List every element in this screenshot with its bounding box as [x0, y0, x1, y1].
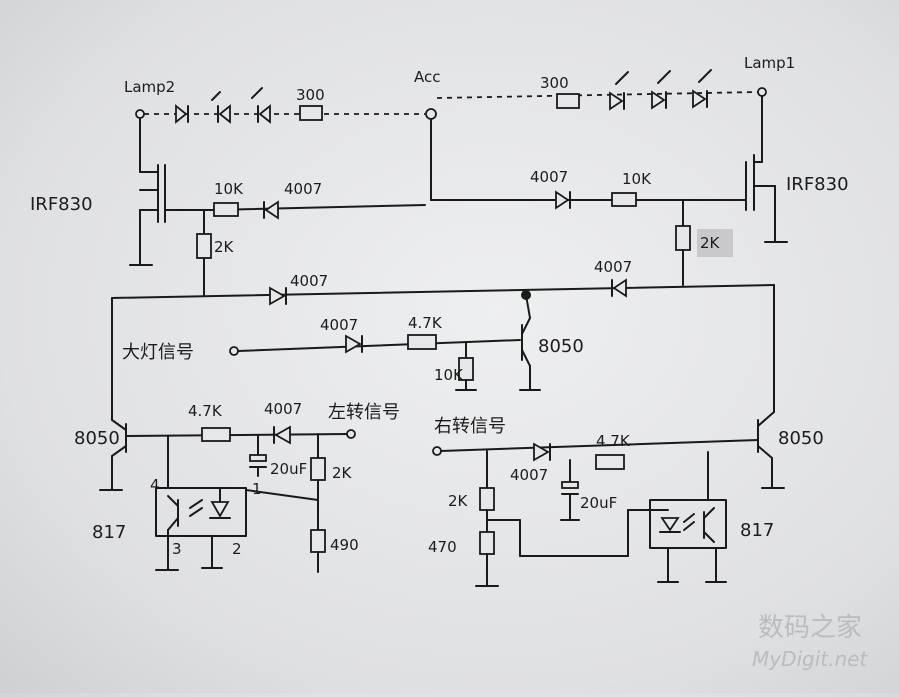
acc-terminal — [425, 108, 437, 120]
lamp1-chain — [436, 69, 767, 111]
d4007-right-bottom-label: 4007 — [510, 466, 548, 484]
resistor-490 — [310, 529, 326, 553]
diode-4007-top-right — [555, 190, 571, 210]
diode-4007-top-left — [263, 200, 279, 220]
d4007-mid-left-label: 4007 — [290, 272, 328, 290]
r10k-headlight-label: 10K — [434, 366, 464, 384]
optocoupler-817-right — [649, 451, 727, 583]
resistor-300-right — [556, 93, 580, 109]
r47k-headlight-label: 4.7K — [408, 314, 443, 332]
c20uf-left-label: 20uF — [270, 460, 307, 478]
optocoupler-817-left — [155, 435, 319, 571]
diode-4007-right-bottom — [533, 442, 551, 462]
resistor-300-left — [299, 105, 323, 121]
pin4-label: 4 — [150, 476, 160, 494]
r47k-right-label: 4.7K — [596, 432, 631, 450]
lamp2-chain — [135, 87, 425, 124]
led-icon — [251, 87, 271, 124]
resistor-10k-left — [213, 202, 239, 217]
q8050-top-label: 8050 — [538, 336, 584, 357]
diode-4007-headlight — [345, 334, 363, 354]
right-turn-signal-label: 右转信号 — [434, 416, 506, 437]
d4007-top-left-label: 4007 — [284, 180, 322, 198]
pin3-label: 3 — [172, 540, 182, 558]
q8050-left-label: 8050 — [74, 428, 120, 449]
led-icon — [609, 71, 629, 111]
q8050-right-label: 8050 — [778, 428, 824, 449]
led-icon — [651, 70, 671, 110]
led-icon — [175, 104, 189, 124]
watermark-cn: 数码之家 — [758, 613, 862, 643]
d4007-headlight-label: 4007 — [320, 316, 358, 334]
transistor-8050-left — [99, 419, 127, 491]
acc-label: Acc — [414, 68, 441, 86]
mosfet-right — [689, 95, 788, 243]
resistor-4.7k-left — [201, 427, 231, 442]
d4007-top-right-label: 4007 — [530, 168, 568, 186]
irf830-right-label: IRF830 — [786, 174, 849, 195]
r10k-top-right-label: 10K — [622, 170, 652, 188]
r470-label: 470 — [428, 538, 457, 556]
transistor-8050-right — [757, 411, 785, 489]
resistor-2k-left-bottom — [310, 457, 326, 481]
r300-right-label: 300 — [540, 74, 569, 92]
resistor-2k-right — [675, 225, 691, 251]
headlight-signal-terminal — [229, 346, 239, 356]
r300-left-label: 300 — [296, 86, 325, 104]
r490-label: 490 — [330, 536, 359, 554]
r2k-right-label: 2K — [700, 234, 721, 252]
resistor-470 — [479, 531, 495, 555]
headlight-signal-label: 大灯信号 — [122, 342, 194, 363]
capacitor-20uf-right — [561, 481, 579, 489]
resistor-10k-right — [611, 192, 637, 207]
d4007-left-label: 4007 — [264, 400, 302, 418]
d4007-mid-right-label: 4007 — [594, 258, 632, 276]
resistor-4.7k-right — [595, 454, 625, 470]
opto-right-label: 817 — [740, 520, 774, 541]
resistor-2k-left — [196, 233, 212, 259]
led-icon — [692, 69, 712, 109]
r2k-right-bottom-label: 2K — [448, 492, 469, 510]
left-turn-terminal — [346, 429, 356, 439]
resistor-4.7k-headlight — [407, 334, 437, 350]
diode-4007-mid-left — [269, 286, 287, 306]
pin1-label: 1 — [252, 480, 262, 498]
irf830-left-label: IRF830 — [30, 194, 93, 215]
resistor-2k-right-bottom — [479, 487, 495, 511]
r2k-left-label: 2K — [214, 238, 235, 256]
left-turn-signal-label: 左转信号 — [328, 402, 400, 423]
capacitor-20uf-left — [249, 454, 267, 462]
mosfet-left — [129, 117, 215, 266]
lamp1-label: Lamp1 — [744, 54, 795, 72]
r10k-top-left-label: 10K — [214, 180, 244, 198]
r47k-left-label: 4.7K — [188, 402, 223, 420]
r2k-left-bottom-label: 2K — [332, 464, 353, 482]
diode-4007-mid-right — [611, 278, 627, 298]
lamp2-label: Lamp2 — [124, 78, 175, 96]
lamp2-terminal — [135, 109, 145, 119]
transistor-8050-top — [519, 294, 541, 391]
diode-4007-left — [273, 425, 291, 445]
label-highlight — [697, 229, 733, 257]
lamp1-terminal — [757, 87, 767, 97]
watermark-en: MyDigit.net — [752, 647, 868, 671]
c20uf-right-label: 20uF — [580, 494, 617, 512]
opto-left-label: 817 — [92, 522, 126, 543]
pin2-label: 2 — [232, 540, 242, 558]
right-turn-terminal — [432, 446, 442, 456]
led-icon — [211, 91, 231, 124]
